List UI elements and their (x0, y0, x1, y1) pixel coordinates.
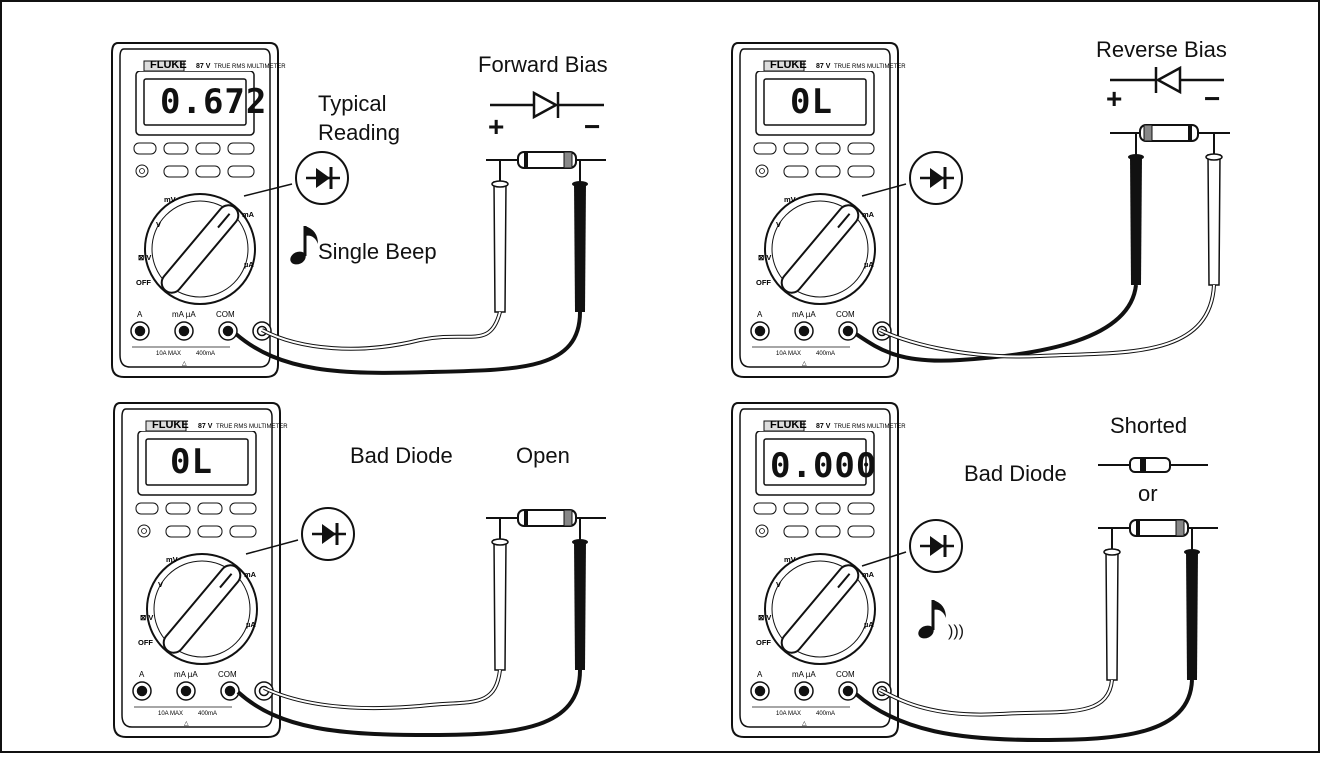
black-probe (1184, 528, 1200, 680)
meter-brand: FLUKE (152, 419, 189, 431)
diode-symbol-icon (302, 508, 354, 560)
red-probe (492, 160, 508, 312)
panel-reverse-bias: FLUKE 87 V TRUE RMS MULTIMETER 0L Revers… (732, 37, 1230, 377)
label-single-beep: Single Beep (318, 239, 437, 264)
label-reverse-bias: Reverse Bias (1096, 37, 1227, 62)
panel-forward-bias: FLUKE 87 V TRUE RMS MULTIMETER 0.672 Typ… (112, 43, 608, 377)
label-bad-diode: Bad Diode (350, 443, 453, 468)
meter-model: 87 V (816, 63, 831, 70)
panel-bad-diode-shorted: FLUKE 87 V TRUE RMS MULTIMETER 0.000 Bad… (732, 403, 1218, 740)
test-diode (486, 152, 606, 168)
black-probe (572, 160, 588, 312)
sound-waves-icon: ))) (948, 623, 964, 640)
test-diode (1098, 520, 1218, 536)
label-typical: Typical (318, 91, 386, 116)
meter-brand: FLUKE (770, 59, 807, 71)
shorted-diode-icon (1098, 458, 1208, 472)
meter-tagline: TRUE RMS MULTIMETER (834, 424, 906, 430)
meter-model: 87 V (198, 423, 213, 430)
label-forward-bias: Forward Bias (478, 52, 608, 77)
meter-model: 87 V (816, 423, 831, 430)
panel-bad-diode-open: FLUKE 87 V TRUE RMS MULTIMETER 0L Bad Di… (114, 403, 606, 737)
music-note-icon (288, 226, 318, 267)
red-probe (492, 518, 508, 670)
diode-symbol-icon (296, 152, 348, 204)
minus-sign: − (1204, 83, 1220, 114)
black-probe (572, 518, 588, 670)
black-probe (1128, 133, 1144, 285)
test-diode (486, 510, 606, 526)
plus-sign: + (488, 111, 504, 142)
label-open: Open (516, 443, 570, 468)
lcd-reading: 0L (170, 442, 213, 482)
meter-model: 87 V (196, 63, 211, 70)
meter-brand: FLUKE (150, 59, 187, 71)
diode-symbol-icon (910, 520, 962, 572)
label-shorted: Shorted (1110, 413, 1187, 438)
plus-sign: + (1106, 83, 1122, 114)
diode-symbol-icon (910, 152, 962, 204)
meter-tagline: TRUE RMS MULTIMETER (834, 64, 906, 70)
meter-brand: FLUKE (770, 419, 807, 431)
music-note-icon (916, 600, 946, 641)
lcd-reading: 0.000 (770, 446, 877, 486)
meter-tagline: TRUE RMS MULTIMETER (216, 424, 288, 430)
lcd-reading: 0.672 (160, 82, 267, 122)
label-or: or (1138, 481, 1158, 506)
minus-sign: − (584, 111, 600, 142)
test-diode (1110, 125, 1230, 141)
label-bad-diode: Bad Diode (964, 461, 1067, 486)
label-reading: Reading (318, 120, 400, 145)
lcd-reading: 0L (790, 82, 833, 122)
meter-tagline: TRUE RMS MULTIMETER (214, 64, 286, 70)
red-probe (1104, 528, 1120, 680)
red-probe (1206, 133, 1222, 285)
